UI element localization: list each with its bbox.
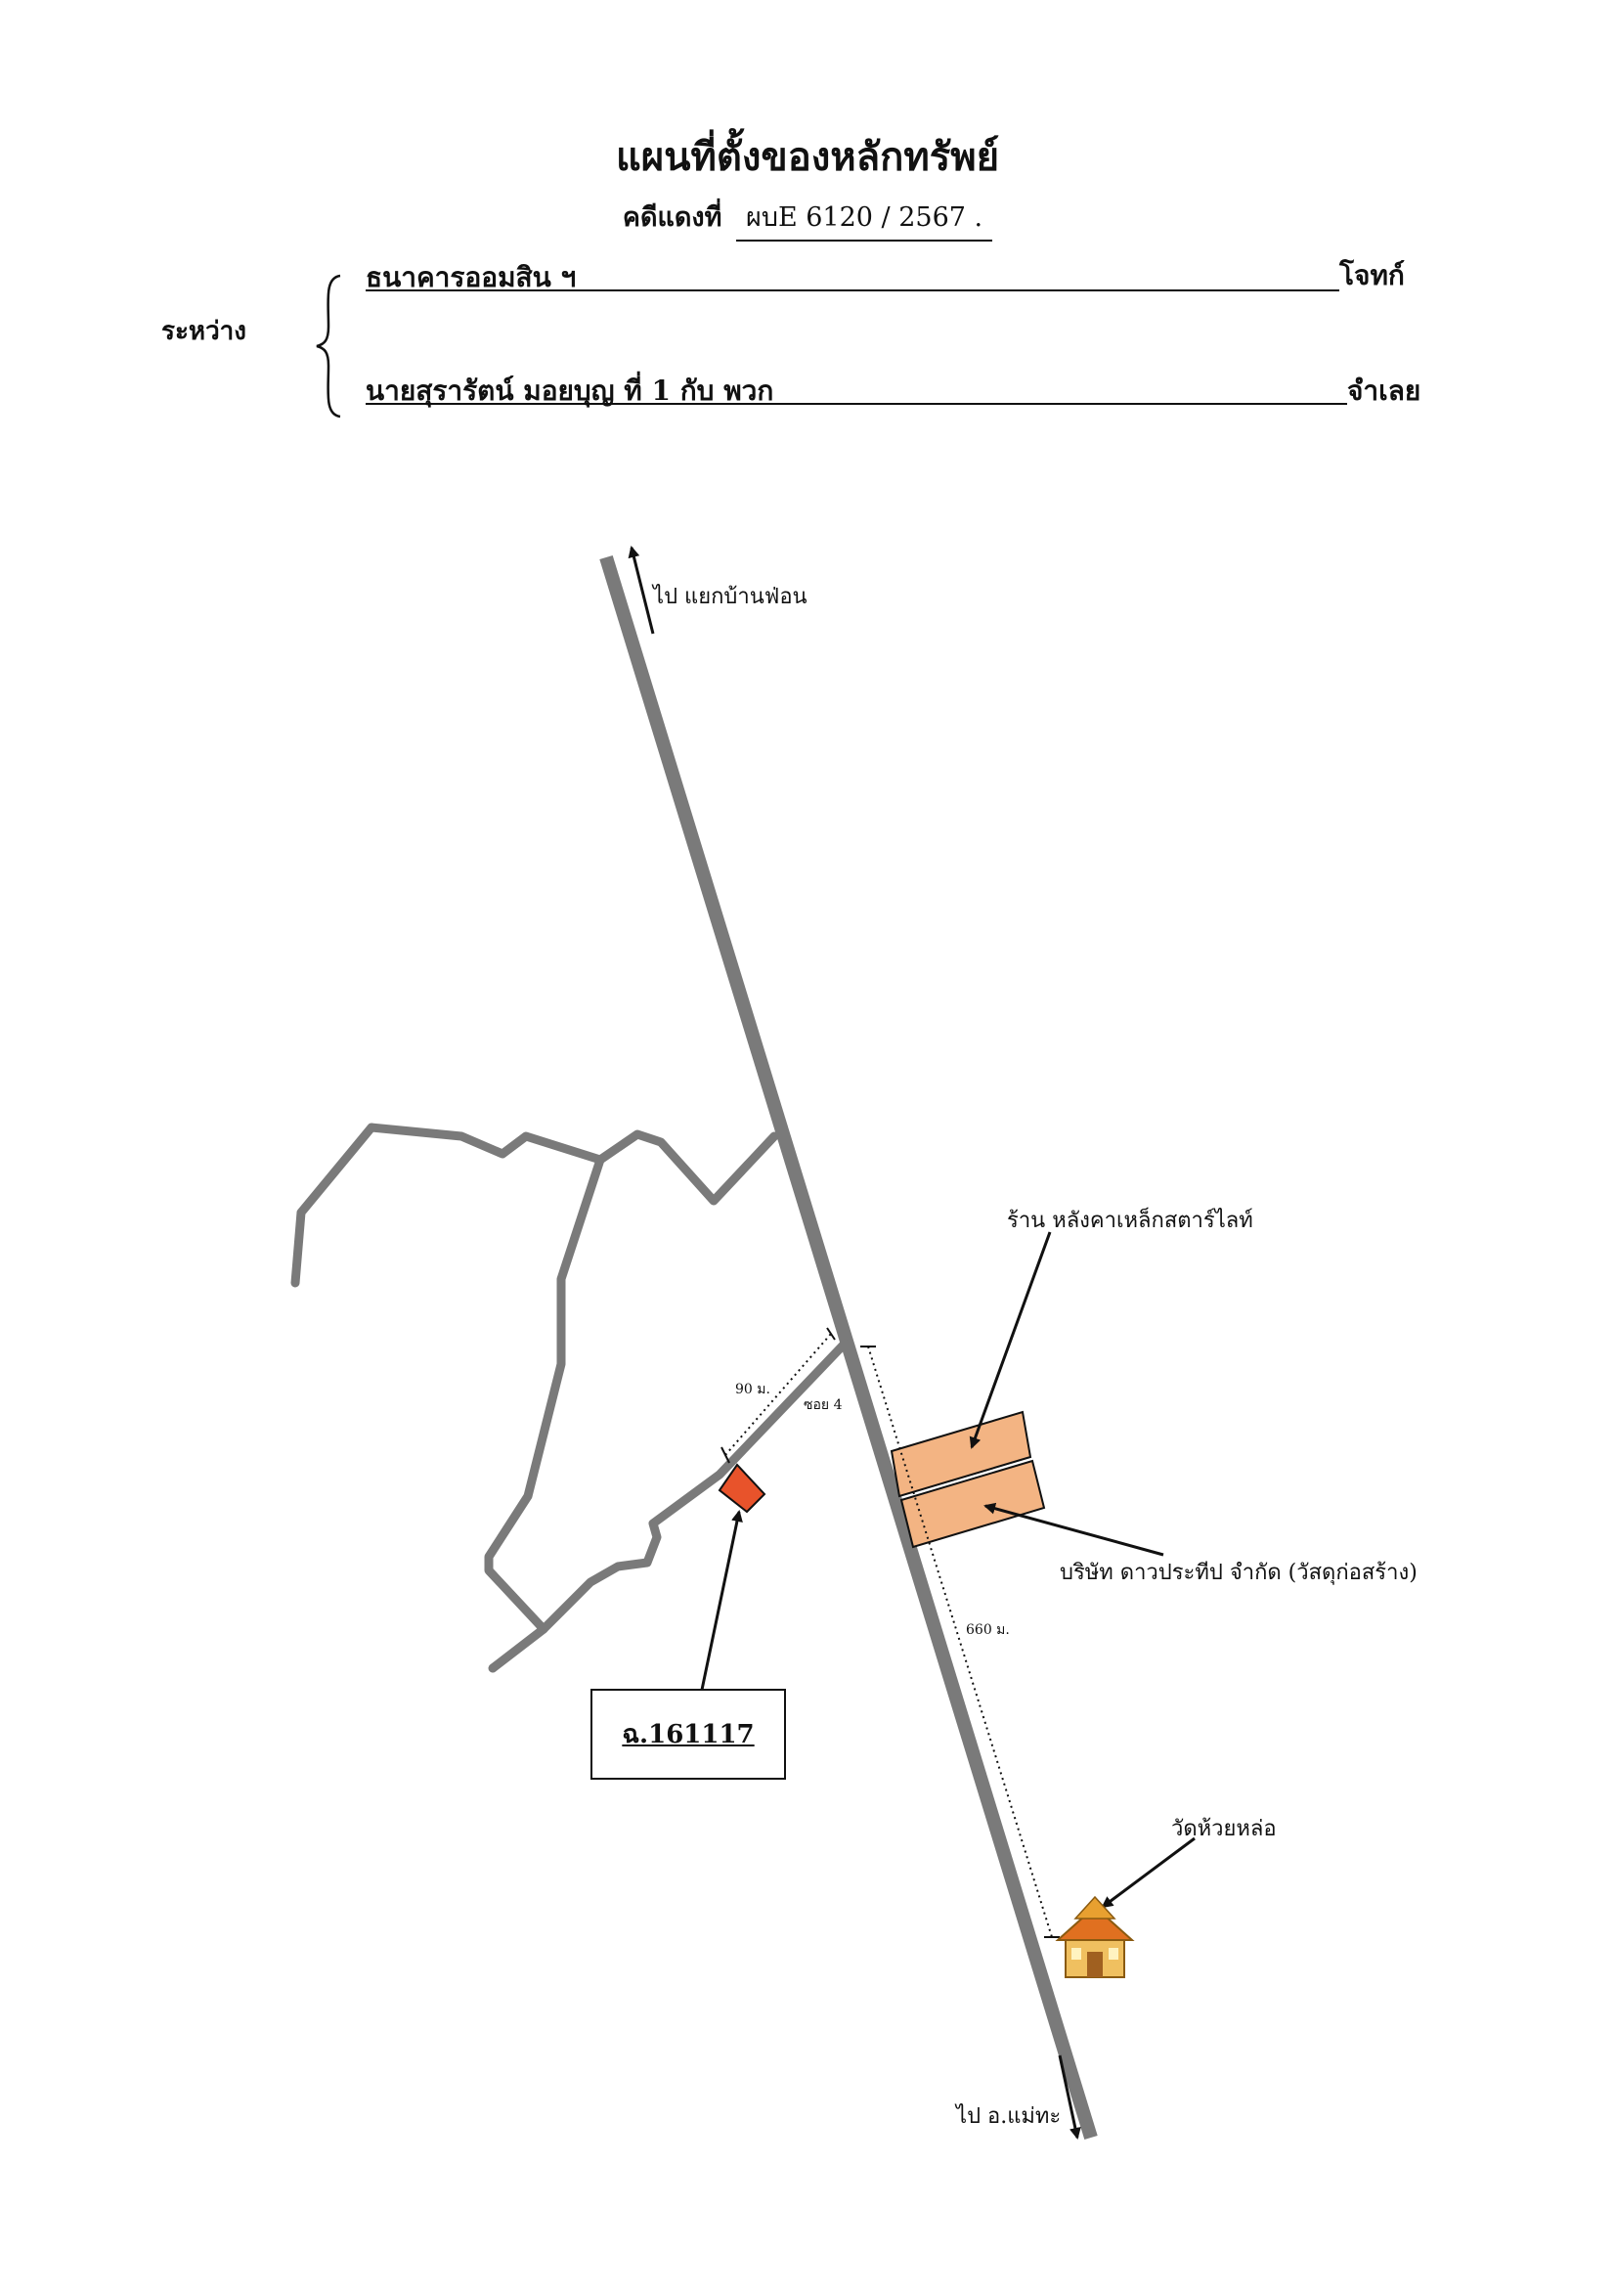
south-direction-label: ไป อ.แม่ทะ (956, 2104, 1062, 2129)
property-pointer-arrow (700, 1510, 743, 1691)
deed-number-box: ฉ.161117 (590, 1689, 786, 1780)
company-pointer-arrow (983, 1502, 1164, 1557)
south-arrow-icon (1058, 2054, 1081, 2140)
map-title: แผนที่ตั้งของหลักทรัพย์ (615, 134, 1000, 180)
upper-branch-road (290, 1123, 779, 1288)
loop-road (484, 1155, 850, 1634)
soi-label: ซอย 4 (804, 1397, 843, 1413)
property-plot (718, 1463, 766, 1514)
soi-distance-label: 90 ม. (735, 1382, 770, 1397)
company-label: บริษัท ดาวประทีป จำกัด (วัสดุก่อสร้าง) (1060, 1561, 1418, 1585)
main-road (599, 554, 1098, 2141)
defendant-role: จำเลย (1347, 375, 1421, 407)
plaintiff-underline (366, 289, 1339, 291)
shop-pointer-arrow (969, 1231, 1052, 1449)
case-number: ผบE 6120 / 2567 . (736, 196, 993, 242)
north-direction-label: ไป แยกบ้านฟ่อน (653, 585, 808, 609)
defendant-underline (366, 403, 1347, 405)
plaintiff-name: ธนาคารออมสิน ฯ (366, 261, 577, 293)
temple-pointer-arrow (1101, 1836, 1196, 1909)
defendant-name: นายสุรารัตน์ มอยบุญ ที่ 1 กับ พวก (366, 375, 774, 407)
case-label: คดีแดงที่ (622, 202, 722, 233)
deed-number: ฉ.161117 (622, 1720, 755, 1749)
shop-label: ร้าน หลังคาเหล็กสตาร์ไลท์ (1007, 1209, 1253, 1233)
main-distance-label: 660 ม. (966, 1622, 1010, 1638)
side-roads (290, 1123, 850, 1673)
temple-label: วัดห้วยหล่อ (1171, 1817, 1277, 1841)
plaintiff-role: โจทก์ (1339, 259, 1405, 291)
party-brace (316, 274, 341, 419)
company-building (899, 1459, 1046, 1549)
case-number-line: คดีแดงที่ ผบE 6120 / 2567 . (0, 196, 1615, 242)
temple-icon (1055, 1895, 1135, 1978)
between-label: ระหว่าง (161, 317, 246, 346)
lower-branch-road (488, 1624, 548, 1673)
north-arrow-icon (628, 546, 655, 635)
